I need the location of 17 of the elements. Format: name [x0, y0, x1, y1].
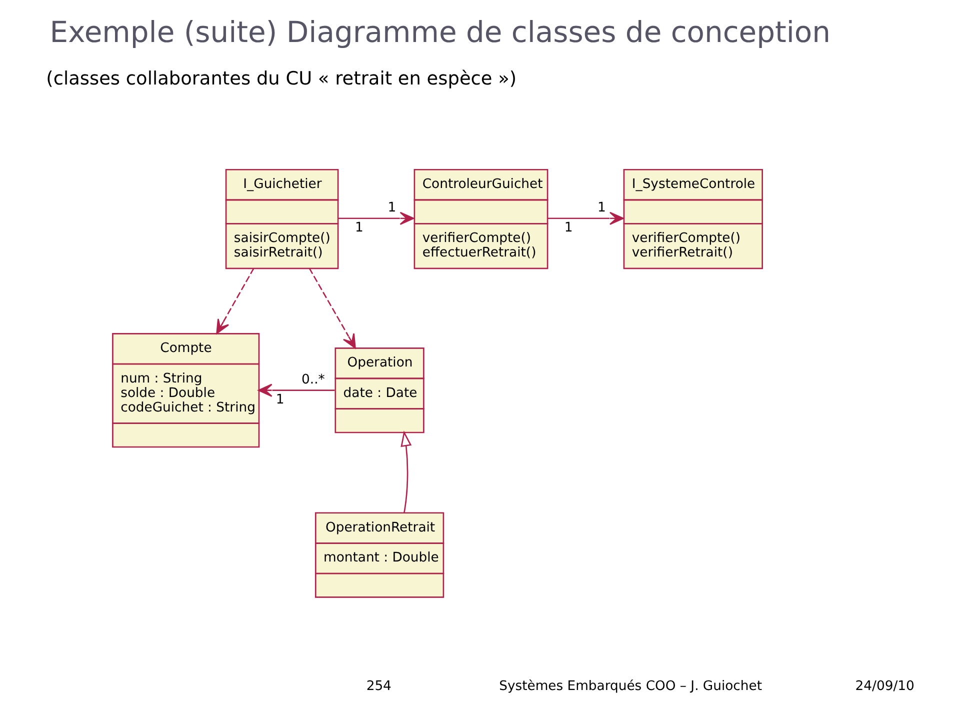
label: Systèmes Embarqués COO – J. Guiochet — [499, 679, 762, 694]
label: 254 — [366, 679, 392, 694]
label: 1 — [355, 220, 364, 236]
arrow — [400, 430, 412, 513]
label: 1 — [388, 200, 396, 216]
label: 1 — [597, 200, 606, 216]
label: 0..* — [302, 372, 325, 388]
arrow — [338, 212, 414, 225]
label: 1 — [276, 392, 284, 408]
arrow — [308, 268, 356, 349]
arrow — [258, 384, 335, 397]
label: (classes collaborantes du CU « retrait en espèce ») — [46, 68, 517, 90]
label: 24/09/10 — [855, 679, 914, 694]
diagram-title: Exemple (suite) Diagramme de classes de conception — [50, 14, 831, 49]
arrow — [547, 212, 624, 225]
arrow — [216, 268, 254, 334]
label: 1 — [564, 220, 573, 236]
